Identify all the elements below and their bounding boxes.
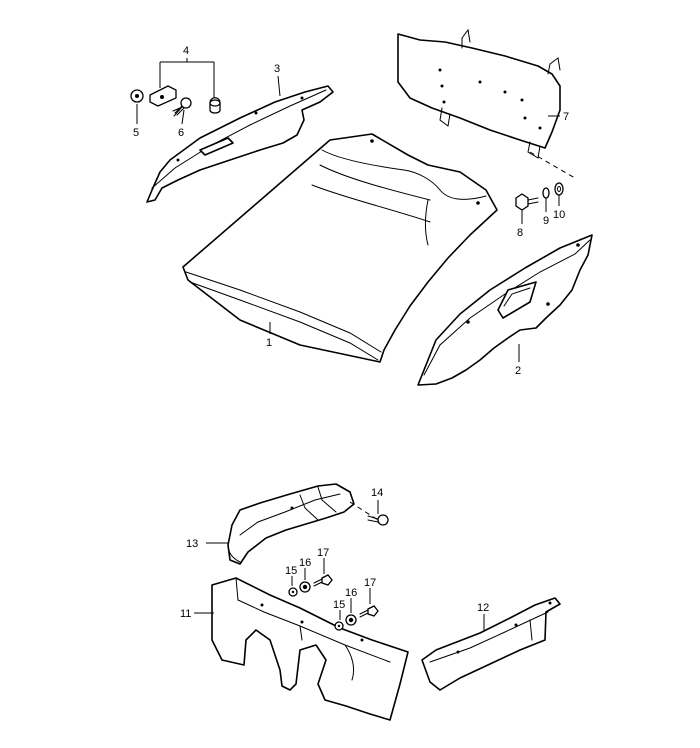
part-11-lower-trim (194, 577, 409, 721)
part-12-side-channel (421, 597, 561, 691)
callout-15-upper: 15 (285, 565, 297, 577)
callout-9: 9 (543, 215, 549, 227)
callout-10: 10 (553, 209, 565, 221)
part-17-bolt-upper (313, 558, 333, 587)
part-13-duct (206, 483, 355, 565)
assembly-line-8-10 (529, 151, 576, 179)
callout-11: 11 (180, 608, 191, 620)
part-3-left-trim-panel (146, 85, 334, 203)
callout-16-lower: 16 (345, 587, 357, 599)
leader-3 (277, 75, 281, 97)
part-15-washer-upper (288, 576, 298, 597)
assembly-line-14 (349, 501, 379, 521)
callout-7: 7 (563, 111, 569, 123)
part-14-screw (367, 500, 389, 526)
callout-5: 5 (133, 127, 139, 139)
part-15-washer-lower (334, 610, 344, 631)
callout-8: 8 (517, 227, 523, 239)
part-8-bolt (515, 193, 539, 224)
part-16-nut-upper (299, 568, 311, 593)
part-4-fastener-set (130, 58, 221, 125)
callout-13: 13 (186, 538, 198, 550)
part-9-washer (542, 187, 550, 212)
part-2-right-side-panel (417, 234, 593, 386)
callout-6: 6 (178, 127, 184, 139)
callout-1: 1 (266, 337, 272, 349)
part-6-screw (172, 97, 192, 117)
callout-12: 12 (477, 602, 489, 614)
part-1-floor-mat (182, 133, 498, 363)
callout-2: 2 (515, 365, 521, 377)
callout-16-upper: 16 (299, 557, 311, 569)
callout-3: 3 (274, 63, 280, 75)
callout-17-lower: 17 (364, 577, 376, 589)
part-10-washer (554, 182, 564, 206)
callout-15-lower: 15 (333, 599, 345, 611)
part-16-nut-lower (345, 598, 357, 626)
callout-17-upper: 17 (317, 547, 329, 559)
part-7-rear-panel (397, 28, 561, 159)
callout-4: 4 (183, 45, 189, 57)
part-17-bolt-lower (359, 588, 379, 618)
callout-14: 14 (371, 487, 383, 499)
